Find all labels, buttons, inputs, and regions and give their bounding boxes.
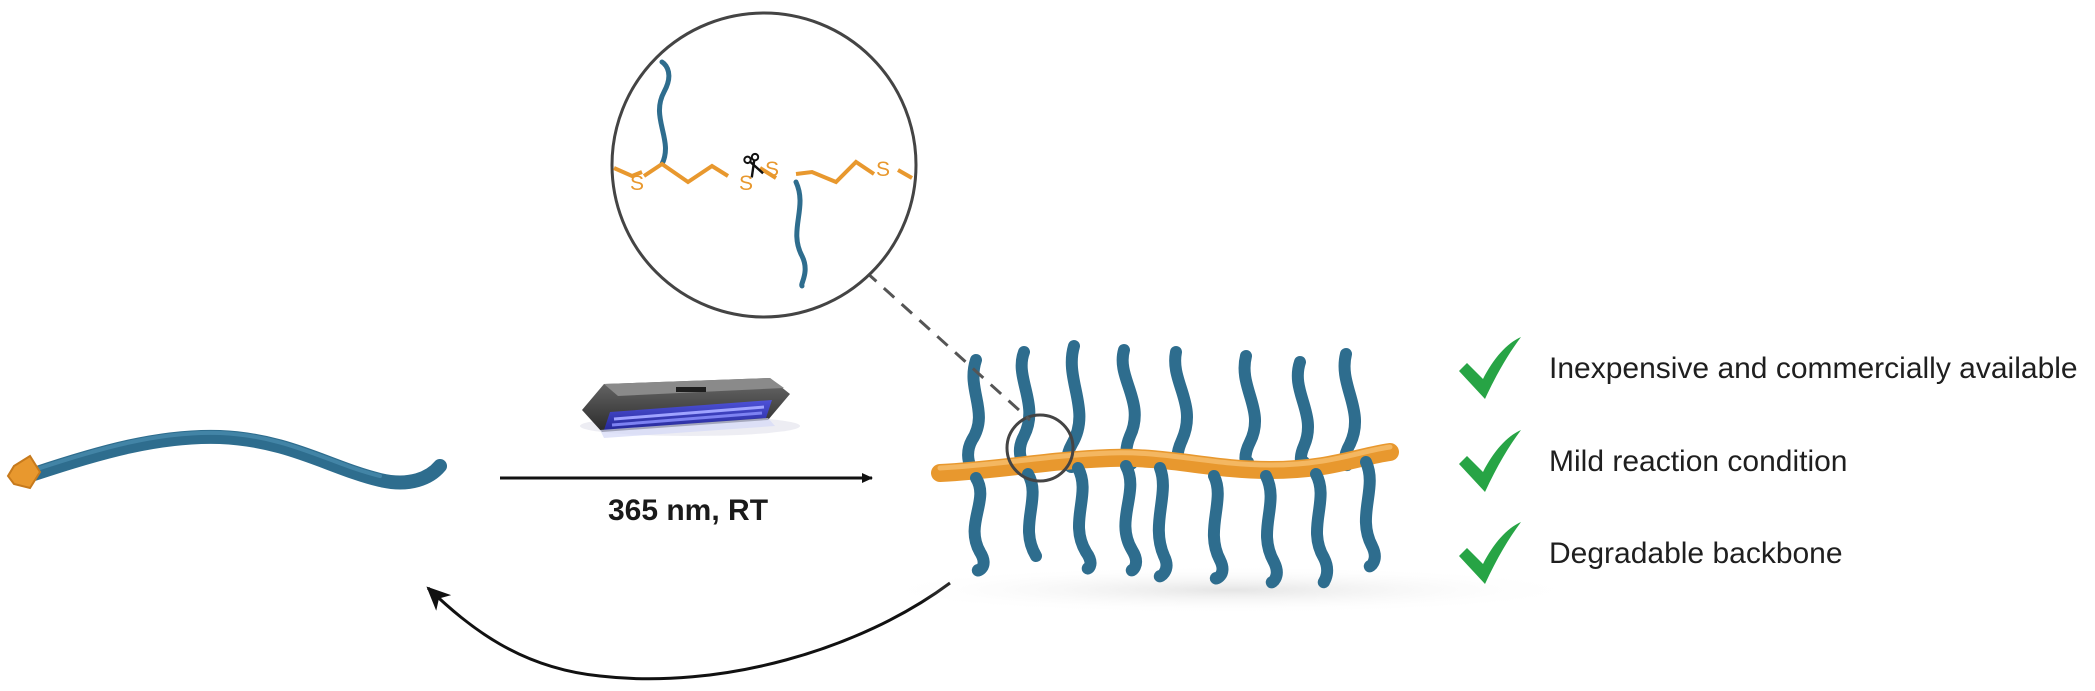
zoom-backbone [613,166,643,179]
check-icon [1459,430,1521,492]
blue-polymer-strand [27,429,447,490]
feature-label-inexpensive: Inexpensive and commercially available [1549,352,2078,385]
feature-label-degradable: Degradable backbone [1549,537,1843,570]
sulfur-atom-3: S [765,158,779,181]
degradation-arrow [426,581,951,681]
sulfur-atom-2: S [739,172,753,195]
orange-backbone [931,443,1399,482]
side-chains-lower [968,456,1381,589]
feature-row-1: Inexpensive and commercially available [1455,329,2078,409]
zoom-leader-line [864,270,1032,422]
end-group-pentagon [6,454,42,490]
macromonomer [6,429,447,490]
zoom-target-circle [1005,413,1075,483]
check-icon [1459,522,1521,584]
sulfur-atom-1: S [630,172,644,195]
sulfur-atom-4: S [876,158,890,181]
zoom-side-chain-bottom [793,179,808,289]
scissors-icon [743,152,764,178]
zoom-inset: S S S S [610,11,918,319]
reaction-condition-label: 365 nm, RT [608,494,768,527]
uv-lamp-icon [580,378,800,438]
bottlebrush-polymer [870,340,1590,614]
feature-row-3: Degradable backbone [1455,514,1843,594]
zoom-circle [610,11,918,319]
feature-label-mild-condition: Mild reaction condition [1549,445,1848,478]
zoom-side-chain-top [657,59,672,167]
feature-row-2: Mild reaction condition [1455,422,1848,502]
check-icon [1459,337,1521,399]
